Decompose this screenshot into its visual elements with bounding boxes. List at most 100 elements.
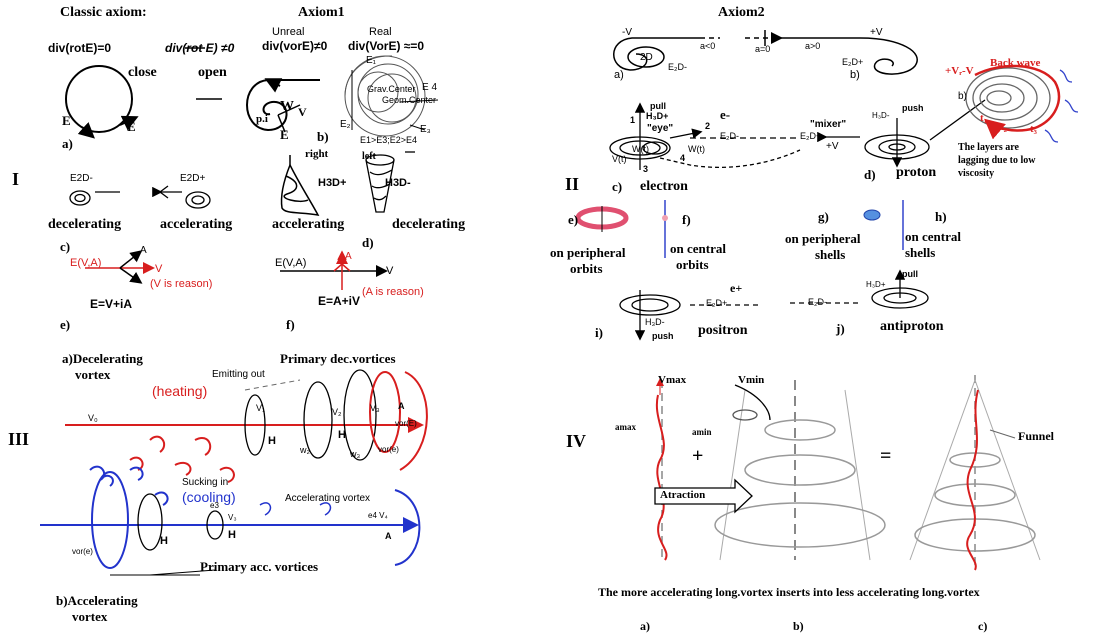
accelerating-2: accelerating [272,218,344,232]
h-label-3b: H [338,430,346,441]
e2d-plus-1: E2D+ [180,174,205,184]
a-eq: a=0 [755,45,770,54]
f-label-2: f) [682,213,691,226]
lagging-3: viscosity [958,169,994,179]
periph-shells-1: on peripheral [785,232,860,245]
funnel-caption: The more accelerating long.vortex insert… [598,586,980,598]
e2d-plus-4: E₂D+ [706,299,727,308]
t2-label: t₂ [1000,122,1007,133]
w2: w₂ [300,446,310,455]
central-orbits-2: orbits [676,258,709,271]
c-label-2: c) [612,180,622,193]
atraction-label: Atraction [660,490,705,501]
back-wave-label: Back wave [990,58,1040,69]
geom-center: Geom.Center [382,96,436,105]
eye-label: "eye" [647,124,673,134]
h-label-3d: H [228,530,236,541]
a-gt: a>0 [805,42,820,51]
div-classic-2: div(rot E) ≠0 [165,42,234,54]
accelerating-cone-3d [281,155,318,215]
vr-v-label: +Vᵣ-V [945,66,974,77]
accel-title-2: vortex [72,610,107,623]
cooling-label: (cooling) [182,490,236,504]
t3-label: t₃ [1030,124,1037,135]
h-label-2: h) [935,210,947,223]
e-right: E [127,120,136,133]
formula-f: E=A+iV [318,295,360,307]
e2d-plus-3: E₂D+ [800,132,821,141]
w3: w₃ [350,450,360,459]
primary-acc-label: Primary acc. vortices [200,560,318,573]
e-b: E [280,128,289,141]
e-left: E [62,114,71,127]
periph-orbits-1: on peripheral [550,246,625,259]
a-reason: (A is reason) [362,287,424,298]
e2d-minus-3: E₂D- [720,132,739,141]
e4-label: e4 V₄ [368,512,388,520]
e4: E 4 [422,83,437,93]
t1-label: t₁ [980,113,987,124]
f-label-1: f) [286,318,295,331]
n3: 3 [643,165,648,174]
periph-shells-2: shells [815,248,845,261]
e3: E₃ [420,125,431,135]
e2d-minus-2: E₂D- [668,63,687,72]
decelerating-2: decelerating [392,218,465,232]
b-label-2: b) [850,70,860,81]
h3d-minus-2: H₃D- [872,112,889,120]
electron-label: electron [640,180,688,194]
decelerating-vortex [65,370,427,482]
formula-e: E=V+iA [90,298,132,310]
plus-sign: + [692,446,703,466]
wt-1: W(t) [632,145,649,154]
grav-center: Grav.Center [367,85,415,94]
back-wave-spiral [966,66,1078,142]
v0: V₀ [88,414,98,423]
primary-dec-label: Primary dec.vortices [280,352,396,365]
decelerating-spiral-2d [70,191,120,205]
antiproton-label: antiproton [880,320,944,334]
vor-big-e: vor(E) [395,420,417,428]
proton-label: proton [896,166,936,180]
j-label: j) [836,322,845,335]
e-label-1: e) [60,318,70,331]
equals-sign: = [880,446,891,466]
push-1: push [902,104,924,113]
lagging-1: The layers are [958,143,1019,153]
axiom2-title: Axiom2 [718,6,765,20]
a-label-4: a) [640,620,650,632]
n2: 2 [705,122,710,131]
a-f: A [345,252,352,262]
v-e: V [155,264,162,275]
central-orbits-1: on central [670,242,726,255]
b-label-1: b) [317,130,329,143]
h3d-plus-3: H₃D+ [866,281,885,289]
b-label-4: b) [793,620,804,632]
pull-2: pull [902,270,918,279]
orbit-symbols [578,200,903,258]
classic-axiom-title: Classic axiom: [60,6,147,20]
left-label: left [362,152,376,162]
a-label-3b: A [385,532,392,541]
a-lt: a<0 [700,42,715,51]
sucking-label: Sucking in [182,478,228,488]
roman-ii: II [565,175,579,193]
emitting-label: Emitting out [212,370,265,380]
decel-title-2: vortex [75,368,110,381]
e2d-minus-4: E₂D- [808,298,827,307]
plus-v-2: +V [826,142,839,152]
h-label-3a: H [268,436,276,447]
central-shells-1: on central [905,230,961,243]
electron-diagram [610,105,800,170]
open-label: open [198,66,227,80]
two-d: 2D [640,53,653,63]
a-label-3: A [398,402,405,411]
h3d-plus-2: H₃D+ [646,112,668,121]
div-unreal: div(vorE)≠0 [262,40,327,52]
h3d-plus-1: H3D+ [318,178,346,189]
w-label: W [280,100,294,114]
v1: V₁ [256,404,265,413]
roman-iv: IV [566,432,586,450]
axiom1-title: Axiom1 [298,6,345,20]
periph-orbits-2: orbits [570,262,603,275]
